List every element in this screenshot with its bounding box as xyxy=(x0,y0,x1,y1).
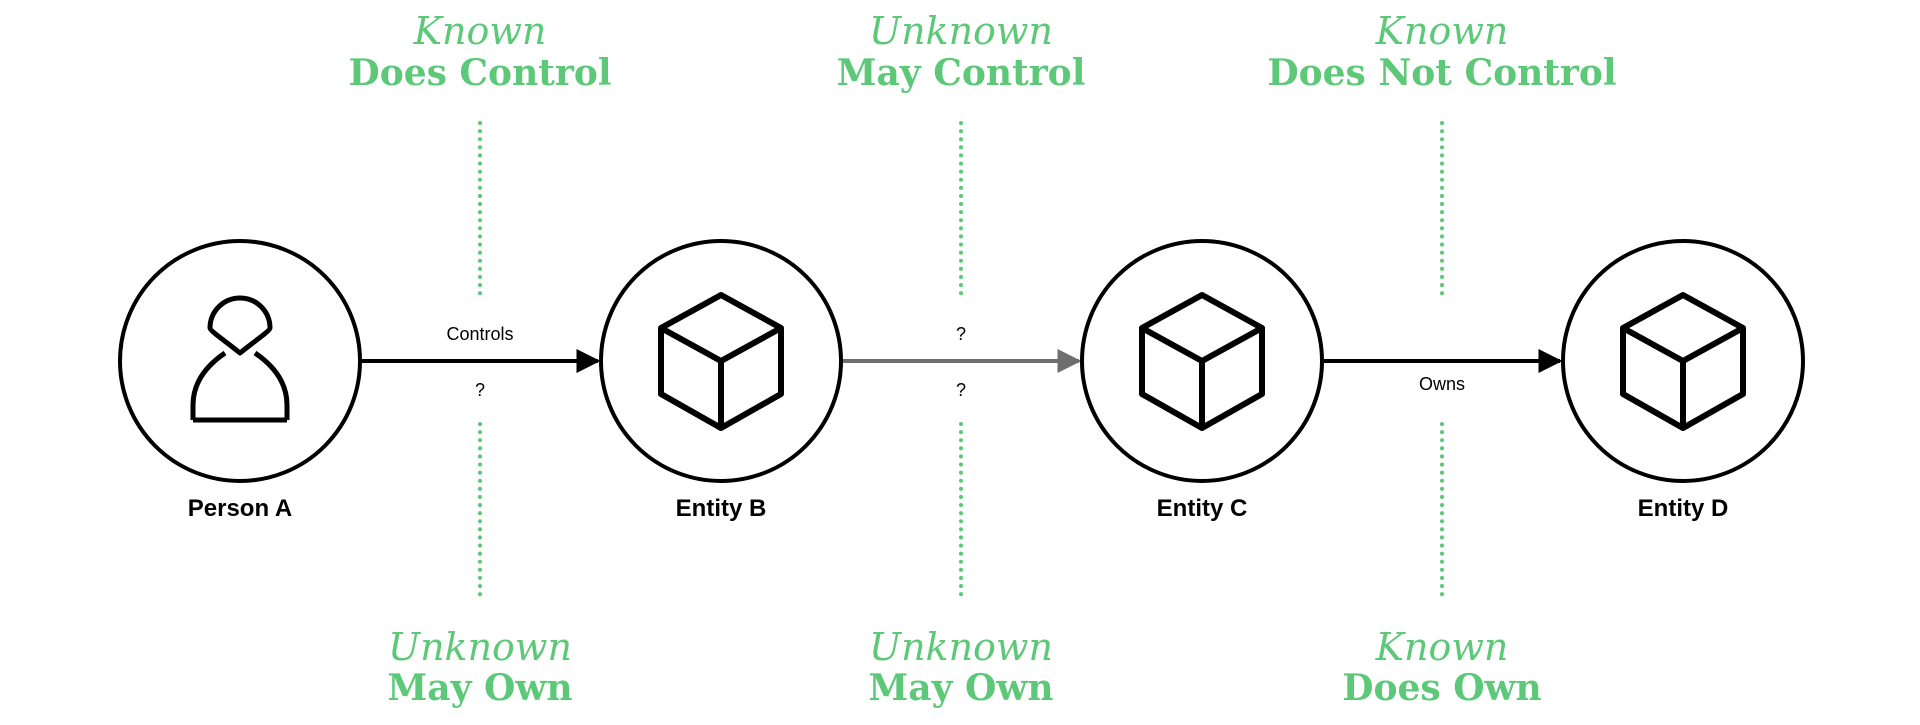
annotation-bottom-relation: Does Own xyxy=(1342,667,1541,709)
annotation-1: Known Does Control Unknown May Own xyxy=(348,9,611,709)
edge-a-to-b: Controls ? xyxy=(362,324,601,400)
annotation-2: Unknown May Control Unknown May Own xyxy=(837,9,1086,709)
node-entity-b: Entity B xyxy=(599,239,843,522)
annotation-bottom-status: Unknown xyxy=(869,625,1053,669)
node-entity-d: Entity D xyxy=(1561,239,1805,522)
edge-c-to-d: Owns xyxy=(1324,349,1563,394)
edge-b-to-c: ? ? xyxy=(843,324,1082,400)
annotation-bottom-status: Known xyxy=(1375,625,1509,669)
node-label: Entity B xyxy=(676,495,767,522)
edge-bottom-label: Owns xyxy=(1419,374,1465,394)
annotation-top-status: Known xyxy=(413,9,547,53)
edge-bottom-label: ? xyxy=(475,380,485,400)
node-entity-c: Entity C xyxy=(1080,239,1324,522)
node-label: Person A xyxy=(188,495,292,522)
annotation-top-relation: May Control xyxy=(837,52,1086,94)
annotation-bottom-status: Unknown xyxy=(388,625,572,669)
annotation-bottom-relation: May Own xyxy=(387,667,572,709)
cube-icon xyxy=(1139,292,1265,431)
cube-icon xyxy=(1620,292,1746,431)
annotation-top-status: Known xyxy=(1375,9,1509,53)
cube-icon xyxy=(658,292,784,431)
node-label: Entity C xyxy=(1157,495,1248,522)
person-icon xyxy=(190,295,290,423)
annotation-top-relation: Does Control xyxy=(348,52,611,94)
edge-top-label: ? xyxy=(956,324,966,344)
annotation-3: Known Does Not Control Known Does Own xyxy=(1267,9,1616,709)
edge-top-label: Controls xyxy=(446,324,513,344)
node-person-a: Person A xyxy=(118,239,362,522)
edge-bottom-label: ? xyxy=(956,380,966,400)
annotation-top-status: Unknown xyxy=(869,9,1053,53)
annotation-bottom-relation: May Own xyxy=(868,667,1053,709)
annotation-top-relation: Does Not Control xyxy=(1267,52,1616,94)
node-circle xyxy=(118,239,362,483)
node-label: Entity D xyxy=(1638,495,1729,522)
